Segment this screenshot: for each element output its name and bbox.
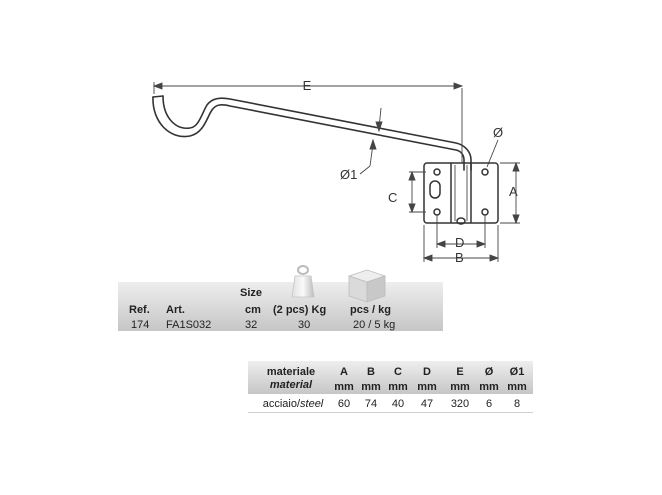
dimension-diameter1 <box>359 107 383 175</box>
header-weight: (2 pcs) Kg <box>273 304 327 316</box>
cell-pack: 20 / 5 kg <box>353 319 396 331</box>
cell-C: 40 <box>391 398 405 410</box>
product-table-header: Ref. Art. Size cm (2 pcs) Kg pcs / kg <box>118 282 443 331</box>
cell-diameter: 6 <box>485 398 493 410</box>
header-material: materiale <box>266 366 316 378</box>
cell-E: 320 <box>450 398 470 410</box>
hook-rod-outline-bottom <box>162 95 472 171</box>
header-col-A: A <box>340 366 348 378</box>
material-row: acciaio/steel 60 74 40 47 320 6 8 <box>248 394 533 413</box>
cell-ref: 174 <box>131 319 150 331</box>
header-ref: Ref. <box>129 304 150 316</box>
dim-label-E: E <box>303 78 312 93</box>
product-row: 174 FA1S032 32 30 20 / 5 kg <box>118 319 443 335</box>
dimension-E <box>152 82 464 163</box>
dimension-A <box>500 161 520 225</box>
header-col-diameter1: Ø1 <box>509 366 525 378</box>
unit-col-A: mm <box>334 381 354 393</box>
hook-rod-outline-top <box>152 96 465 171</box>
mounting-plate <box>423 162 499 225</box>
header-col-E: E <box>456 366 464 378</box>
cell-diameter1: 8 <box>513 398 521 410</box>
header-pack: pcs / kg <box>350 304 391 316</box>
unit-col-B: mm <box>361 381 381 393</box>
header-material-en: material <box>269 379 313 391</box>
cell-size: 32 <box>245 319 258 331</box>
unit-col-diameter1: mm <box>507 381 527 393</box>
cell-art: FA1S032 <box>166 319 212 331</box>
dim-label-diameter1: Ø1 <box>340 167 357 182</box>
dimension-D <box>435 215 487 248</box>
dimension-B <box>422 225 500 262</box>
header-size-unit: cm <box>245 304 261 316</box>
cell-A: 60 <box>337 398 351 410</box>
header-col-B: B <box>367 366 375 378</box>
cell-material-it: acciaio/ <box>262 398 301 410</box>
dim-label-B: B <box>455 250 464 265</box>
header-art: Art. <box>166 304 185 316</box>
header-col-C: C <box>394 366 402 378</box>
header-col-D: D <box>423 366 431 378</box>
hook-technical-drawing: E Ø1 Ø <box>152 78 520 265</box>
unit-col-E: mm <box>450 381 470 393</box>
dim-label-A: A <box>509 184 518 199</box>
header-col-diameter: Ø <box>484 366 494 378</box>
weight-scale-icon <box>291 265 315 298</box>
material-table-header: materiale material A B C D E Ø Ø1 mm mm … <box>248 361 533 394</box>
cell-material: acciaio/steel <box>258 398 328 410</box>
dim-label-D: D <box>455 235 464 250</box>
cell-material-en: steel <box>300 398 324 410</box>
unit-col-D: mm <box>417 381 437 393</box>
cell-weight: 30 <box>298 319 311 331</box>
dimension-C <box>408 170 426 214</box>
unit-col-C: mm <box>388 381 408 393</box>
unit-col-diameter: mm <box>479 381 499 393</box>
cell-B: 74 <box>364 398 378 410</box>
box-package-icon <box>347 269 387 303</box>
dim-label-C: C <box>388 190 397 205</box>
dim-label-diameter: Ø <box>493 125 503 140</box>
header-size: Size <box>240 287 263 299</box>
cell-D: 47 <box>420 398 434 410</box>
